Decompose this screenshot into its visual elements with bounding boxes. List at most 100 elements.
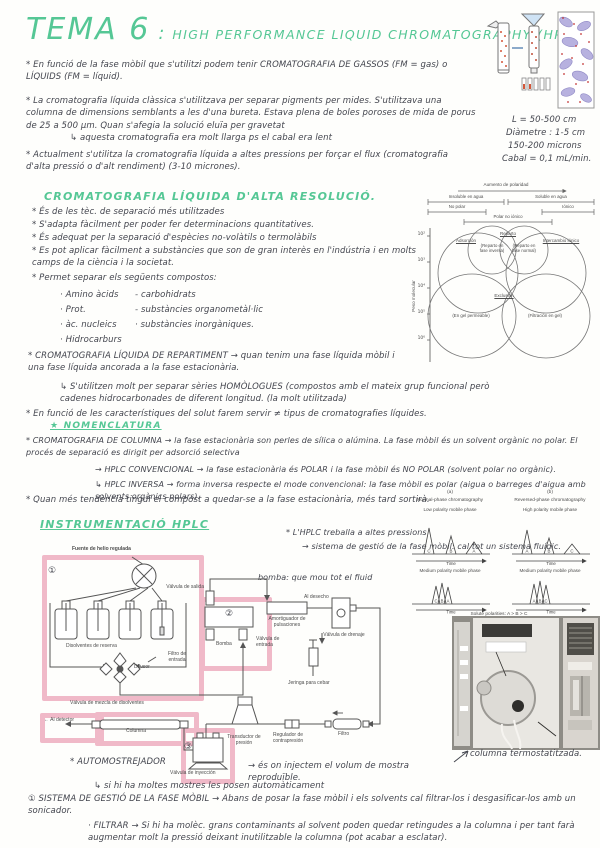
peak-label: A (526, 549, 529, 554)
column-unit (65, 719, 189, 730)
note-column-flow: Cabal = 0,1 mL/min. (502, 154, 592, 164)
gestio-note: → sistema de gestió de la fase mòbil: ca… (302, 542, 562, 551)
intro-bullet-1: * En funció de la fase mòbil que s'utili… (26, 60, 448, 83)
peak-label: C (427, 549, 430, 554)
label-fig-b: (b) (547, 490, 553, 495)
venn-soluble-label: Soluble en agua (535, 194, 567, 199)
venn-reparto-label: Reparto (499, 231, 516, 236)
venn-shapes: Peso molecular (411, 188, 595, 362)
label-num-3: ③ (184, 742, 193, 752)
porous-particle-panel (557, 11, 595, 109)
note-column-length: L = 50-500 cm (512, 115, 577, 125)
venn-intercambio-label: Intercambio iónico (542, 238, 580, 243)
title-subject: HIGH PERFORMANCE LIQUID CHROMATOGRAPHY (… (172, 27, 588, 42)
compound-prot: · Prot. (60, 305, 86, 315)
label-medium-polarity-right: Medium polarity mobile phase (519, 568, 581, 573)
peak-label: B (441, 599, 444, 604)
injection-valve-unit (187, 732, 229, 770)
priming-syringe (308, 633, 325, 676)
label-columna: Columna (125, 728, 146, 734)
compound-inorganic: · substàncies inorgàniques. (135, 320, 255, 330)
hplc-instrument-schematic: Fuente de helio regulada ① Disolventes d… (36, 545, 386, 784)
column-left-packing (500, 31, 507, 67)
venn-polarnoionico-label: Polar no iónico (493, 214, 523, 219)
venn-reparto-inversa-label: (Reparto en fase inversa) (479, 243, 505, 253)
time-axis-label: Time (446, 561, 456, 566)
hplc-instrument-photo (452, 616, 600, 750)
bomba-note: bomba: que mou tot el fluid (258, 573, 373, 582)
column-right-packing (531, 31, 537, 61)
compound-organometallic: - substàncies organometàl·lic (135, 305, 264, 315)
label-normal-phase: Normal-phase chromatography (416, 498, 484, 503)
hplc-conv-line: → HPLC CONVENCIONAL → la fase estacionàr… (95, 465, 556, 474)
venn-gel-permeable-label: (En gel permeable) (452, 313, 490, 318)
note-column-microns: 150-200 microns (508, 141, 582, 151)
venn-tick-3: 10⁴ (417, 284, 425, 289)
intro-bullet-2: * La cromatografia líquida clàssica s'ut… (26, 96, 476, 131)
time-axis-label: Time (546, 561, 556, 566)
peak-label: A (473, 549, 476, 554)
drain-valve-unit (331, 597, 357, 629)
venn-tick-1: 10² (417, 232, 425, 237)
venn-y-axis-label: Peso molecular (411, 280, 416, 312)
compound-aminoacids: · Amino àcids (60, 290, 119, 300)
arrow-to-column (453, 750, 469, 763)
mixing-valve (99, 652, 141, 684)
venn-ionico-label: Iónico (562, 204, 574, 209)
venn-insoluble-label: Insoluble en agua (448, 194, 484, 199)
venn-reparto-normal-label: (Reparto en fase normal) (512, 243, 536, 253)
chromatograms-bottom: C B A A B C Time Time (412, 580, 590, 615)
test-tubes (521, 77, 551, 91)
label-fig-a: (a) (447, 490, 453, 495)
note-column-diameter: Diàmetre : 1-5 cm (506, 128, 586, 138)
pulse-damper (266, 601, 308, 615)
label-amortiguador: Amortiguador de pulsaciones (268, 616, 306, 628)
section2-heading: INSTRUMENTACIÓ HPLC (40, 518, 210, 531)
label-valvula-entrada: Válvula de entrada (256, 636, 280, 648)
chromatograms-top: C B A A B C Time Time (412, 527, 590, 566)
pressure-transducer (231, 704, 259, 725)
venn-filtracion-gel-label: (Filtración en gel) (528, 313, 562, 318)
label-al-desecho: Al desecho (304, 594, 329, 600)
label-valvula-mezcla: Válvula de mezcla de disolventes (70, 700, 144, 706)
label-al-detector: ← Al detector (44, 717, 75, 723)
venn-exclusion-label: Exclusión (494, 293, 514, 298)
highlight-box-injection (181, 728, 235, 784)
peak-label: B (548, 549, 551, 554)
intro-bullet-3: * Actualment s'utilitza la cromatografia… (26, 150, 449, 173)
hplc-pressions-note: * L'HPLC treballa a altes pressions (286, 528, 427, 537)
peak-label: A (533, 599, 536, 604)
classic-column-figure (486, 11, 595, 109)
section1-heading: CROMATOGRAFIA LÍQUIDA D'ALTA RESOLUCIÓ. (44, 190, 377, 203)
s1-bullet-2: * S'adapta fàcilment per poder fer deter… (32, 220, 315, 230)
automostrejador-line: * AUTOMOSTREJADOR (70, 757, 166, 767)
repartiment-sub: ↳ S'utilitzen molt per separar sèries HO… (60, 382, 490, 405)
nomenclatura-heading: ★ NOMENCLATURA (50, 421, 162, 431)
s1-bullet-1: * És de les tèc. de separació més utilit… (32, 207, 225, 217)
title-separator: : (158, 23, 165, 44)
intro-bullet-2-sub: ↳ aquesta cromatografia era molt llarga … (70, 133, 333, 143)
label-high-polarity: High polarity mobile phase (522, 507, 578, 512)
label-low-polarity: Low polarity mobile phase (423, 507, 477, 512)
label-bomba: Bomba (216, 641, 232, 647)
photo-caption: columna termostatitzada. (470, 749, 583, 759)
compound-nucleics: · àc. nucleics (60, 320, 117, 330)
label-transductor: Transductor de presión (227, 734, 261, 746)
title-tema: TEMA 6 (26, 12, 151, 47)
peak-label: B (539, 599, 542, 604)
label-reversed-phase: Reversed-phase chromatography (514, 498, 586, 503)
lc-modes-venn-figure: Peso molecular Aumento de polaridad Inso… (406, 176, 600, 366)
label-disolventes: Disolventes de reserva (66, 643, 117, 649)
column-right (520, 13, 546, 74)
label-num-2: ② (225, 609, 234, 619)
highlight-box-pump (200, 597, 272, 671)
venn-adsorcion-label: Adsorción (455, 238, 476, 243)
peak-label: B (450, 549, 453, 554)
gestio-fase-mobil-line: ① SISTEMA DE GESTIÓ DE LA FASE MÒBIL → A… (28, 794, 576, 817)
label-num-1: ① (48, 566, 57, 576)
solut-line: * En funció de les característiques del … (26, 409, 427, 419)
columna-line: * CROMATOGRAFIA DE COLUMNA → la fase est… (26, 436, 578, 457)
venn-tick-5: 10⁶ (417, 336, 425, 341)
inline-filter (332, 718, 362, 730)
